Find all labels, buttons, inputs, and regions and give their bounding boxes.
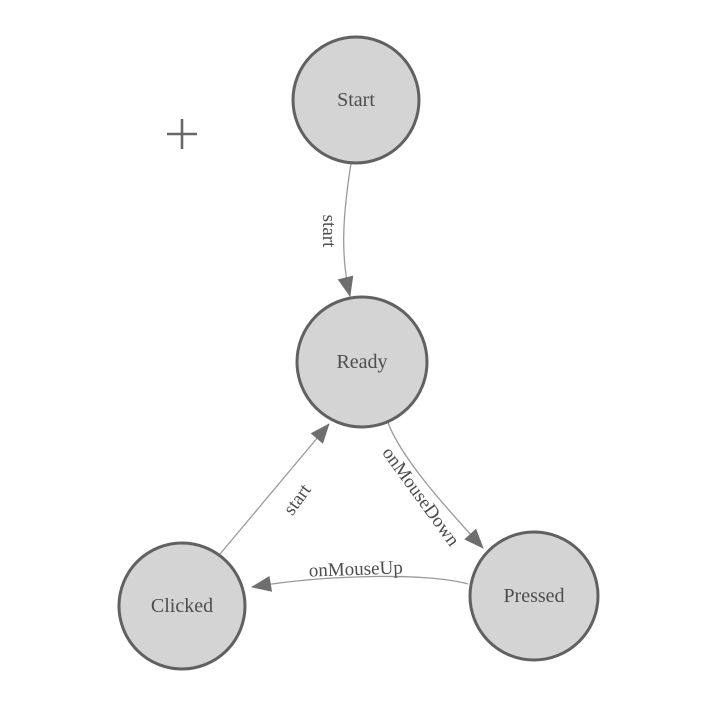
state-node-clicked[interactable]: Clicked bbox=[117, 541, 247, 671]
edge-ready-to-pressed[interactable] bbox=[386, 419, 484, 549]
state-label-start: Start bbox=[337, 89, 375, 111]
edge-clicked-to-ready[interactable] bbox=[219, 423, 330, 555]
nodes-layer: Start Ready Clicked Pressed bbox=[117, 35, 600, 671]
crosshair-cursor-icon bbox=[167, 119, 197, 149]
state-label-pressed: Pressed bbox=[503, 585, 564, 607]
state-circle-clicked[interactable] bbox=[117, 541, 247, 671]
edge-label-pressed-to-clicked: onMouseUp bbox=[308, 557, 403, 581]
edge-label-clicked-to-ready: start bbox=[279, 480, 316, 519]
state-node-ready[interactable]: Ready bbox=[295, 295, 429, 429]
state-circle-pressed[interactable] bbox=[468, 530, 600, 662]
edge-pressed-to-clicked[interactable] bbox=[251, 575, 469, 592]
state-label-clicked: Clicked bbox=[151, 595, 213, 617]
state-label-ready: Ready bbox=[336, 351, 387, 373]
edge-start-to-ready[interactable] bbox=[337, 162, 354, 297]
state-circle-ready[interactable] bbox=[295, 295, 429, 429]
state-node-start[interactable]: Start bbox=[291, 35, 421, 165]
edge-label-ready-to-pressed: onMouseDown bbox=[378, 443, 464, 551]
edge-label-start-to-ready: start bbox=[318, 215, 339, 248]
state-node-pressed[interactable]: Pressed bbox=[468, 530, 600, 662]
state-circle-start[interactable] bbox=[291, 35, 421, 165]
